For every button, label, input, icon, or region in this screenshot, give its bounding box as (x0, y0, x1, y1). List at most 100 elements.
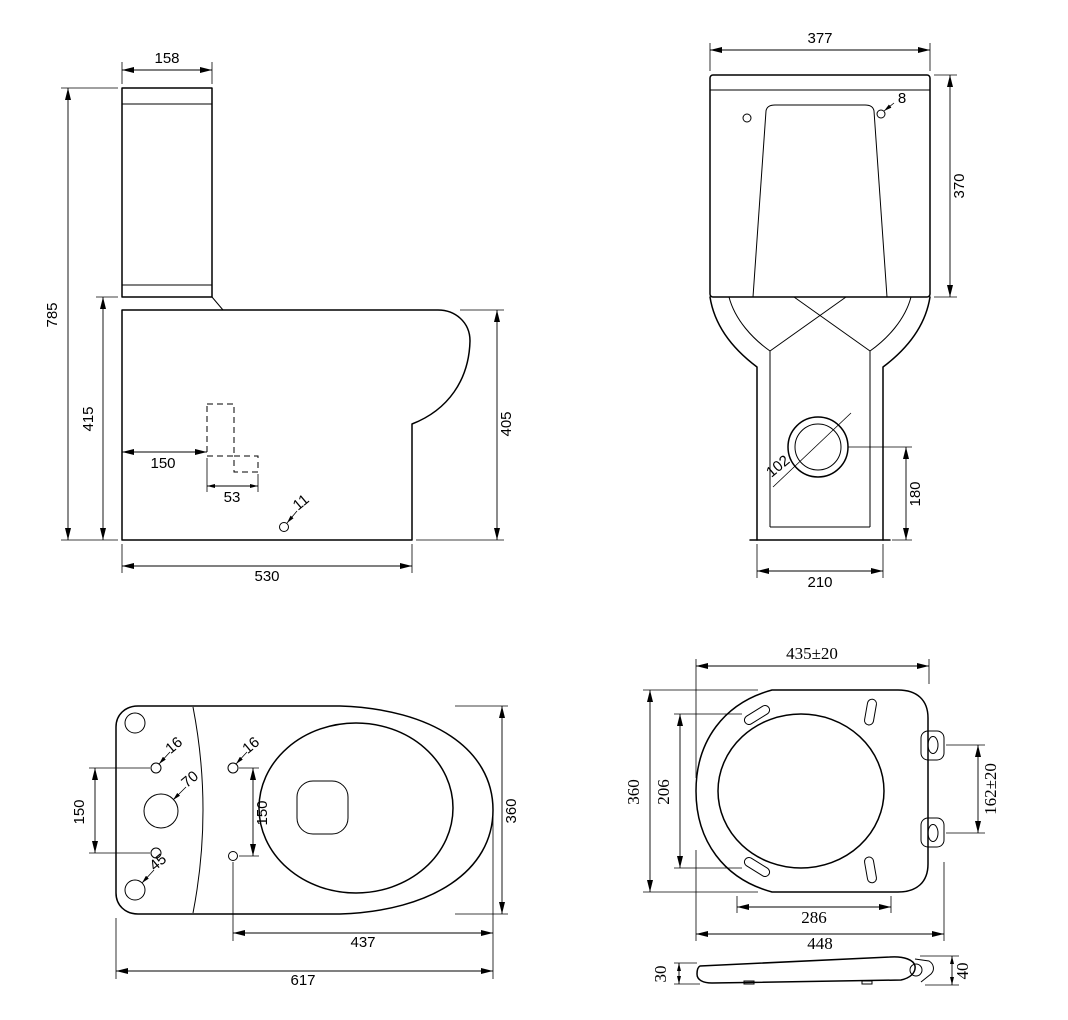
dim-label-370: 370 (951, 173, 968, 198)
side-bowl-outline (121, 309, 471, 541)
plan-hole-left-top (150, 762, 162, 774)
dim-label-180: 180 (907, 481, 924, 506)
dim-label-530: 530 (254, 568, 279, 585)
seat-hinge-top (920, 730, 945, 761)
seat-profile-hinge-pin (909, 963, 923, 977)
front-pedestal-left (709, 296, 758, 541)
dim-label-405: 405 (498, 411, 515, 436)
dim-side-bowl-height: 415 (80, 296, 118, 540)
dim-side-depth: 530 (121, 544, 413, 585)
dim-label-40: 40 (953, 963, 972, 980)
plan-hole-right-bottom (228, 851, 238, 861)
side-trap-dashed-lower (233, 455, 259, 473)
dim-label-415: 415 (80, 406, 97, 431)
seat-bumper-bottom-right (864, 856, 877, 884)
dim-label-360-plan: 360 (503, 798, 520, 823)
plan-outline (115, 705, 494, 915)
dim-front-outlet-height: 180 (848, 446, 924, 541)
dim-label-785: 785 (44, 302, 61, 327)
seat-bumper-top-left (743, 704, 771, 726)
dim-label-150-right: 150 (254, 800, 271, 825)
seat-side-view: 30 40 (651, 955, 972, 986)
plan-hole-left-label: 16 (158, 734, 186, 765)
seat-inner-opening (717, 713, 885, 869)
seat-hinge-top-hole (927, 736, 939, 754)
dim-label-162: 162±20 (981, 763, 1000, 815)
dim-label-286: 286 (801, 908, 827, 927)
front-funnel-diagonal-left (769, 296, 847, 352)
dim-label-617: 617 (290, 972, 315, 989)
side-view: 11 158 785 415 405 150 (44, 50, 515, 585)
front-pedestal-inner-left (728, 296, 771, 527)
dim-plan-length: 617 (115, 918, 493, 989)
front-funnel-diagonal-right (793, 296, 871, 352)
plan-inlet-hole (143, 793, 179, 829)
dim-plan-pitch-left: 150 (71, 767, 150, 854)
front-pedestal-right (882, 296, 931, 541)
seat-profile-hinge-bracket (914, 958, 934, 983)
dim-label-102: 102 (763, 452, 793, 481)
dim-plan-width: 360 (455, 705, 520, 915)
dim-side-overall-height: 785 (44, 87, 118, 541)
dim-label-16-right: 16 (239, 734, 263, 758)
dim-label-8: 8 (898, 90, 906, 107)
dim-label-377: 377 (807, 30, 832, 47)
seat-profile-outline (696, 956, 916, 984)
dim-front-tank-width: 377 (709, 30, 931, 71)
plan-hole-right-top (227, 762, 239, 774)
plan-rim-ellipse (258, 722, 454, 894)
dim-seat-width: 360 (624, 689, 758, 893)
front-lid-hole-right (876, 109, 886, 119)
side-trap-dashed-upper (206, 403, 235, 457)
dim-side-trap-width: 53 (206, 458, 259, 506)
dim-side-trap-setback: 150 (122, 449, 207, 472)
side-tank-bowl-step (211, 296, 224, 311)
seat-profile-bumper-right (861, 980, 873, 985)
dim-side-rim-height: 405 (416, 309, 515, 541)
dim-side-tank-width: 158 (121, 50, 213, 84)
dim-label-158: 158 (154, 50, 179, 67)
dim-label-16-left: 16 (162, 734, 186, 758)
plan-hole-right-label: 16 (235, 734, 263, 765)
front-lid-hole-label: 8 (883, 90, 906, 112)
front-view: 8 102 377 370 (709, 30, 968, 591)
plan-drain-opening (296, 780, 349, 835)
dim-label-30: 30 (651, 966, 670, 983)
dim-front-tank-height: 370 (934, 74, 968, 298)
dim-label-448: 448 (807, 934, 833, 953)
seat-bumper-top-right (864, 698, 877, 726)
plan-view: 16 16 70 45 150 150 (71, 705, 520, 989)
seat-plan-view: 435±20 360 206 162±20 286 (624, 644, 1000, 953)
front-tank-inner-contour (752, 104, 888, 298)
seat-bumper-bottom-left (743, 856, 771, 878)
dim-label-150-side: 150 (150, 455, 175, 472)
plan-inlet-label: 70 (172, 768, 202, 801)
dim-seat-front-thickness: 30 (651, 962, 700, 985)
seat-hinge-bottom (920, 817, 945, 848)
front-outlet-outer (787, 416, 849, 478)
front-lid-hole-left (742, 113, 752, 123)
dim-label-150-left: 150 (71, 799, 88, 824)
dim-label-437: 437 (350, 934, 375, 951)
dim-label-45: 45 (146, 851, 170, 875)
dim-label-210: 210 (807, 574, 832, 591)
dim-side-fixing-hole: 11 (290, 491, 313, 514)
dim-label-53: 53 (224, 489, 241, 506)
dim-label-435: 435±20 (786, 644, 838, 663)
dim-plan-pitch-right: 150 (239, 767, 271, 857)
dim-seat-hinge-pitch: 162±20 (946, 744, 1000, 834)
dim-label-360-seat: 360 (624, 779, 643, 805)
dim-label-206: 206 (654, 779, 673, 805)
dim-seat-rear-thickness: 40 (920, 955, 972, 986)
seat-profile-bumper-left (743, 980, 755, 985)
front-outlet-inner (794, 423, 842, 471)
plan-corner-hole-label: 45 (141, 851, 170, 884)
seat-outline (695, 689, 929, 893)
dim-plan-bowl-length: 437 (232, 816, 494, 979)
dim-seat-length: 435±20 (695, 644, 930, 778)
front-cistern-outline (709, 74, 931, 298)
plan-cistern-separator (192, 706, 204, 914)
dim-label-70: 70 (178, 768, 202, 792)
plan-hole-left-bottom (150, 847, 162, 859)
